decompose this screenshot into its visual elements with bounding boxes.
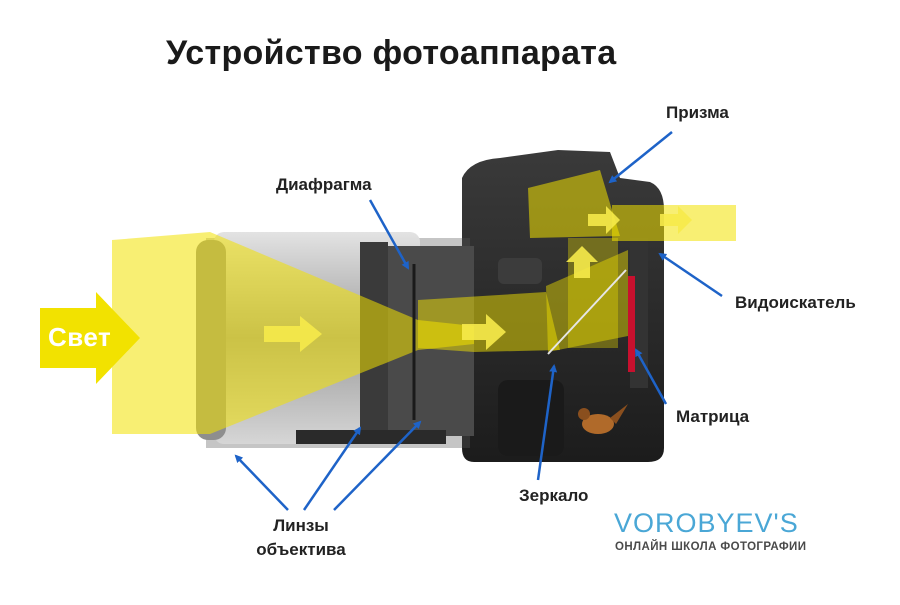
light-label: Свет: [48, 322, 112, 352]
body-button: [498, 258, 542, 284]
lens-arrow-2: [302, 426, 362, 511]
lens-arrow-1: [234, 454, 289, 511]
aperture-arrow: [368, 199, 410, 270]
mirror-arrow: [536, 364, 558, 481]
bird-icon: [578, 404, 628, 434]
sensor-arrow: [634, 348, 668, 405]
brand-name: VOROBYEV'S: [614, 508, 799, 538]
brand-tagline: ОНЛАЙН ШКОЛА ФОТОГРАФИИ: [615, 541, 807, 553]
mirror-label: Зеркало: [519, 486, 589, 505]
viewfinder-label: Видоискатель: [735, 293, 856, 312]
mirror: [547, 269, 627, 355]
lens-arrow-3: [333, 420, 422, 511]
sensor-label: Матрица: [676, 407, 750, 426]
prism-label: Призма: [666, 103, 729, 122]
grip: [498, 380, 564, 456]
lenses-label: Линзы объектива: [246, 514, 356, 562]
light-input-arrow: [40, 292, 140, 384]
lenses-label-line2: объектива: [256, 540, 346, 559]
lenses-label-line1: Линзы: [273, 516, 329, 535]
viewfinder-arrow: [658, 252, 723, 298]
light-beam: [112, 170, 736, 434]
sensor: [628, 276, 635, 372]
aperture-label: Диафрагма: [276, 175, 372, 194]
prism-arrow: [608, 131, 673, 184]
page-title: Устройство фотоаппарата: [166, 34, 617, 72]
